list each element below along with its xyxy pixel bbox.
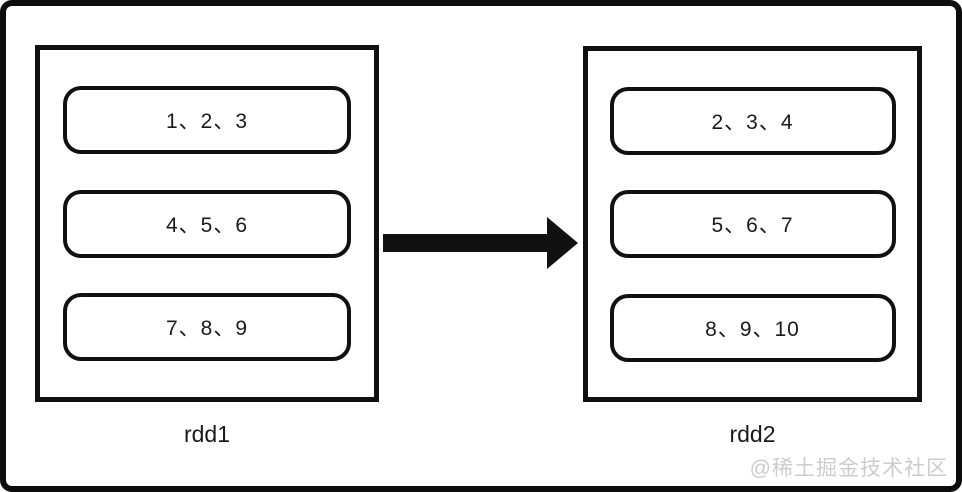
rdd2-partition-1: 2、3、4 [609,86,896,155]
rdd2-label: rdd2 [729,421,776,447]
rdd1-label: rdd1 [183,421,231,447]
map-arrow-icon [383,217,578,269]
rdd1-box: 1、2、3 4、5、6 7、8、9 [35,45,379,402]
rdd2-partition-3: 8、9、10 [609,293,896,362]
rdd1-partition-2: 4、5、6 [63,189,351,258]
watermark: @稀土掘金技术社区 [749,457,948,480]
rdd2-box: 2、3、4 5、6、7 8、9、10 [583,46,922,402]
rdd2-partition-2: 5、6、7 [609,190,896,258]
rdd1-partition-1: 1、2、3 [63,85,351,154]
rdd1-partition-3: 7、8、9 [63,293,351,362]
